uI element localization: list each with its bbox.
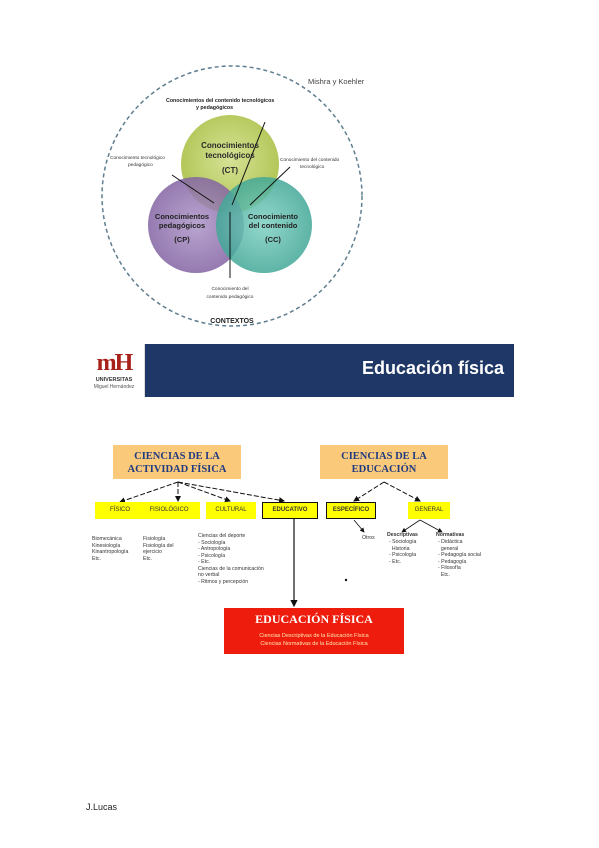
logo-line-2: Miguel Hernández bbox=[93, 384, 135, 390]
educacion-fisica-box: EDUCACIÓN FÍSICA Ciencias Descriptivas d… bbox=[224, 608, 404, 654]
left-label-1: Conocimiento tecnológico bbox=[110, 155, 165, 161]
fisiologico-list: Fisiología Fisiología del ejercicio Etc. bbox=[143, 536, 174, 562]
cultural-box: CULTURAL bbox=[206, 502, 256, 519]
descriptivas-list: - Sociología Historia - Psicología - Etc… bbox=[389, 539, 417, 565]
venn-top-label-1: Conocimientos del contenido tecnológicos bbox=[166, 98, 274, 104]
caf-line-2: ACTIVIDAD FÍSICA bbox=[127, 464, 227, 475]
diagram-connectors bbox=[119, 481, 443, 608]
caf-line-1: CIENCIAS DE LA bbox=[134, 451, 220, 462]
tpack-venn-diagram: Mishra y Koehler Conocimientos del conte… bbox=[101, 65, 365, 327]
educacion-fisica-line-2: Ciencias Normativas de la Educación Físi… bbox=[260, 641, 368, 647]
cp-line-1: Conocimientos bbox=[155, 212, 209, 221]
cc-line-3: (CC) bbox=[265, 235, 281, 244]
venn-top-label-2: y pedagógicos bbox=[196, 105, 233, 111]
especifico-list: Otros bbox=[362, 535, 375, 541]
bottom-label-1: Conocimiento del bbox=[211, 286, 248, 292]
cc-line-1: Conocimiento bbox=[248, 212, 298, 221]
university-banner: mH UNIVERSITAS Miguel Hernández Educació… bbox=[84, 344, 514, 397]
cp-circle bbox=[148, 177, 244, 273]
general-box: GENERAL bbox=[408, 502, 450, 519]
footer-author: J.Lucas bbox=[86, 802, 118, 812]
context-label: CONTEXTOS bbox=[210, 318, 254, 325]
normativas-title: Normativas bbox=[436, 532, 465, 538]
ced-line-2: EDUCACIÓN bbox=[351, 464, 417, 475]
right-label-2: tecnológico bbox=[300, 164, 325, 170]
fisico-list: Biomecánica Kinesiología Kinantropología… bbox=[92, 536, 129, 562]
educacion-fisica-title: EDUCACIÓN FÍSICA bbox=[255, 612, 373, 626]
logo-line-1: UNIVERSITAS bbox=[95, 377, 133, 383]
especifico-box: ESPECÍFICO bbox=[326, 502, 376, 519]
ct-line-2: tecnológicos bbox=[205, 151, 255, 160]
normativas-list: - Didáctica general - Pedagogía social -… bbox=[438, 539, 481, 578]
cc-circle bbox=[216, 177, 312, 273]
cp-line-2: pedagógicos bbox=[159, 221, 205, 230]
educacion-fisica-line-1: Ciencias Descriptivas de la Educación Fí… bbox=[259, 633, 369, 639]
university-logo: mH UNIVERSITAS Miguel Hernández bbox=[84, 344, 145, 397]
ced-line-1: CIENCIAS DE LA bbox=[341, 451, 427, 462]
cc-line-2: del contenido bbox=[249, 221, 298, 230]
bottom-label-2: contenido pedagógico bbox=[207, 294, 254, 300]
ciencias-educacion-box: CIENCIAS DE LA EDUCACIÓN bbox=[320, 445, 448, 479]
educativo-box: EDUCATIVO bbox=[262, 502, 318, 519]
logo-mark: mH bbox=[96, 350, 134, 376]
ciencias-actividad-fisica-box: CIENCIAS DE LA ACTIVIDAD FÍSICA bbox=[113, 445, 241, 479]
banner-bar: Educación física bbox=[145, 344, 514, 397]
ct-line-3: (CT) bbox=[222, 166, 238, 175]
ct-line-1: Conocimientos bbox=[201, 141, 259, 150]
context-dashed-circle bbox=[101, 65, 363, 327]
fisico-box: FÍSICO bbox=[95, 502, 145, 519]
fisiologico-box: FISIOLÓGICO bbox=[138, 502, 200, 519]
cultural-list: Ciencias del deporte - Sociología - Antr… bbox=[198, 533, 264, 585]
right-label-1: Conocimiento del contenido bbox=[280, 157, 340, 163]
banner-title: Educación física bbox=[361, 358, 504, 378]
venn-author: Mishra y Koehler bbox=[308, 77, 365, 86]
left-label-2: pedagógico bbox=[128, 162, 153, 168]
descriptivas-title: Descriptivas bbox=[387, 532, 418, 538]
cp-line-3: (CP) bbox=[174, 235, 190, 244]
